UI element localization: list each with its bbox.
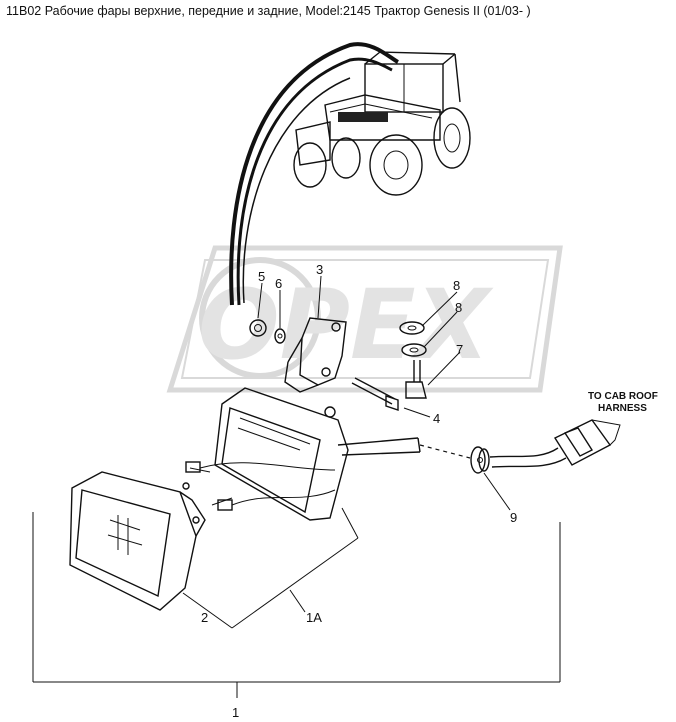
callout-6: 6 (275, 276, 282, 291)
watermark: OPEX (166, 245, 563, 393)
harness-connector (489, 419, 621, 468)
tractor-illustration (293, 51, 471, 196)
washer-part (274, 328, 286, 344)
mounting-bracket (284, 317, 347, 393)
callout-9: 9 (510, 510, 517, 525)
washer-8-bottom (401, 343, 427, 357)
callout-1: 1 (232, 705, 239, 720)
callout-2: 2 (201, 610, 208, 625)
grommet-part (470, 446, 490, 474)
harness-label-line1: TO CAB ROOF (588, 391, 658, 402)
harness-label-line2: HARNESS (598, 403, 647, 414)
diagram-title: 11B02 Рабочие фары верхние, передние и з… (6, 4, 531, 18)
leader-lines (32, 275, 561, 698)
washer-8-top (399, 321, 425, 335)
nut-part (249, 319, 267, 337)
callout-8-top: 8 (453, 278, 460, 293)
callout-7: 7 (456, 342, 463, 357)
callout-3: 3 (316, 262, 323, 277)
callout-1a: 1A (306, 610, 322, 625)
harness-wires (229, 42, 400, 306)
callout-8-bottom: 8 (455, 300, 462, 315)
callout-4: 4 (433, 411, 440, 426)
wire-to-grommet (419, 444, 471, 459)
front-work-light (69, 461, 336, 611)
callout-5: 5 (258, 269, 265, 284)
bolt-part (351, 377, 399, 411)
bolt-7-part (405, 360, 427, 399)
lamp-housing (214, 387, 421, 521)
